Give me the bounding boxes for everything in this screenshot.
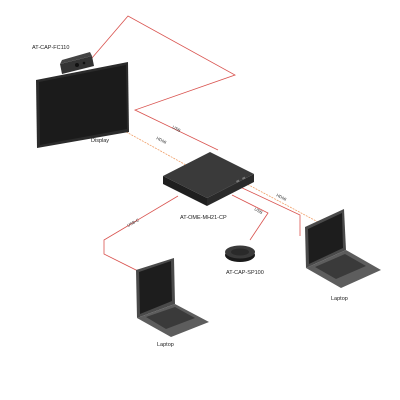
cables <box>91 15 319 277</box>
speakerphone-label: AT-CAP-SP100 <box>226 270 264 276</box>
switcher-port <box>235 179 240 183</box>
camera-label: AT-CAP-FC110 <box>32 45 69 51</box>
switcher-label: AT-OME-MH21-CP <box>180 215 227 221</box>
camera-usb-cable <box>91 15 236 151</box>
cable-label-laptop-left-usbc: USB-C <box>126 217 140 228</box>
camera-top <box>60 52 92 64</box>
cable-label-display-usb: USB <box>172 124 182 133</box>
switcher <box>163 152 254 206</box>
camera-lens-icon <box>75 63 79 67</box>
laptop-left-keyboard <box>146 307 195 329</box>
laptop-left-usbc-cable <box>103 195 179 277</box>
laptop-right <box>305 209 381 288</box>
camera-lens-icon <box>82 61 86 65</box>
laptop-right-usb-cable <box>237 185 301 236</box>
display <box>36 62 129 148</box>
speakerphone-usb-cable <box>231 194 269 241</box>
cable-label-laptop-right-hdmi: HDMI <box>276 192 288 201</box>
cable-labels: USB HDMI HDMI USB USB-C <box>126 124 287 227</box>
laptop-right-screen <box>308 213 343 264</box>
cable-label-display-hdmi: HDMI <box>156 135 168 144</box>
switcher-top <box>163 152 254 198</box>
laptop-left <box>136 258 209 337</box>
cable-label-speakerphone-usb: USB <box>254 206 264 215</box>
switcher-front-right <box>207 174 254 206</box>
display-screen <box>39 65 127 145</box>
laptop-right-label: Laptop <box>331 296 348 302</box>
laptop-left-screen <box>139 261 172 314</box>
camera <box>60 52 94 74</box>
speakerphone <box>225 245 255 262</box>
switcher-port <box>242 176 246 180</box>
laptop-left-label: Laptop <box>157 342 174 348</box>
laptop-right-hdmi-cable <box>244 182 319 223</box>
speakerphone-grille <box>231 248 249 256</box>
display-label: Display <box>91 138 109 144</box>
laptop-right-keyboard <box>315 254 366 279</box>
switcher-front-left <box>163 176 207 206</box>
